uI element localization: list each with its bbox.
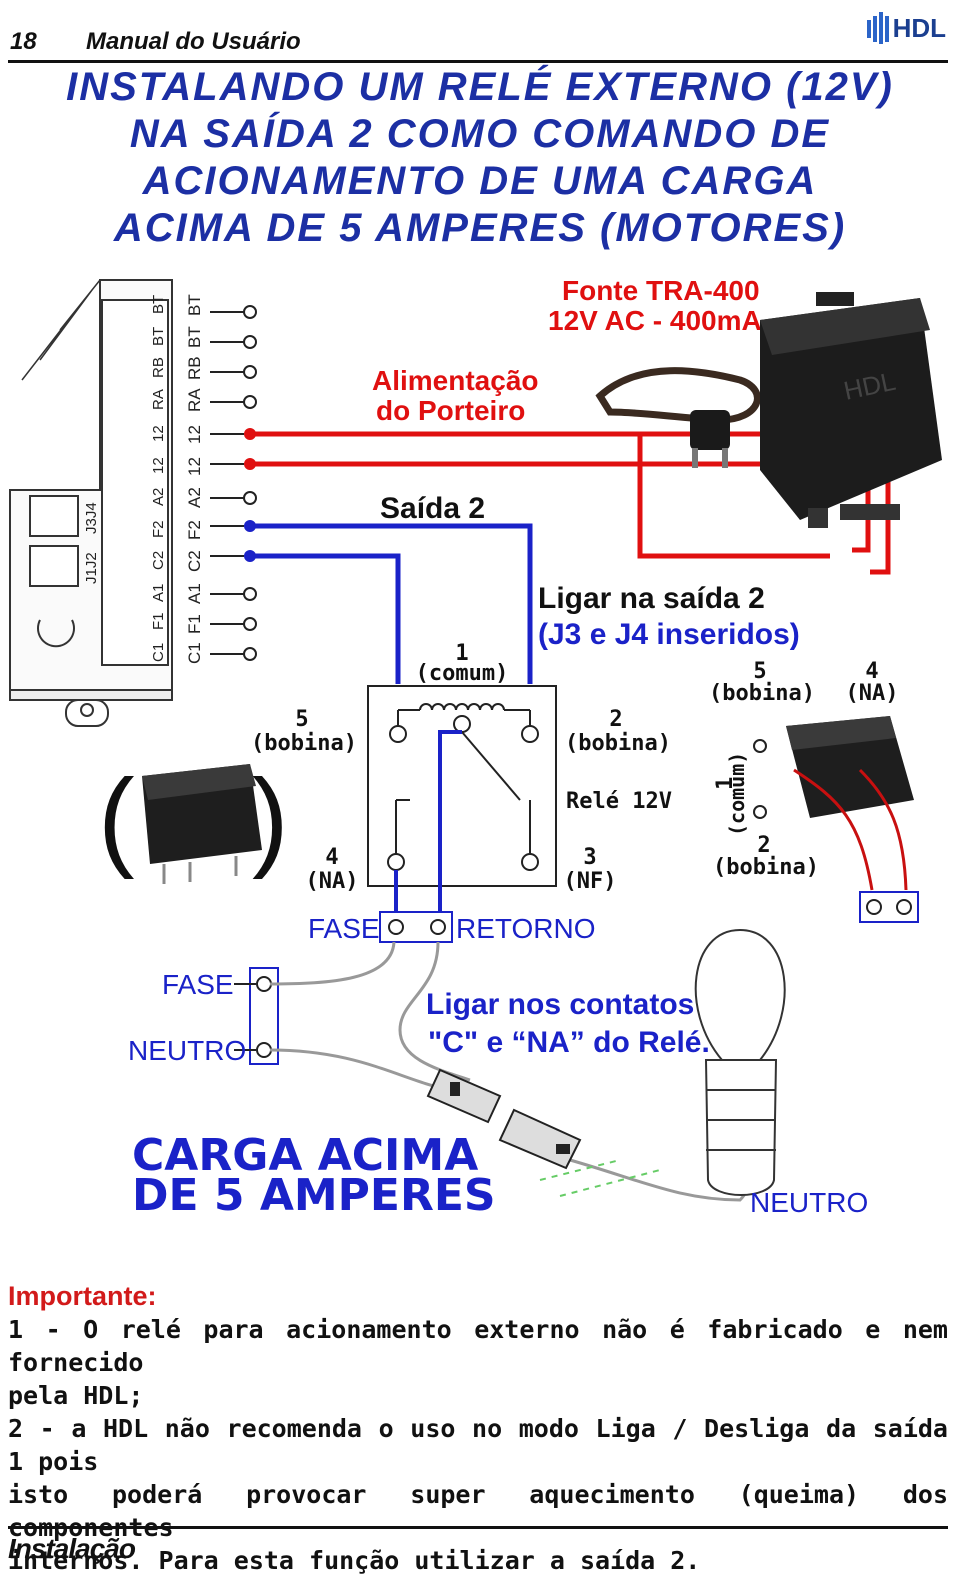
relay-contact-wires [394, 730, 462, 918]
pin-number: 1 [455, 641, 468, 666]
pin-name: (NA) [306, 869, 359, 894]
pin-name: (NF) [564, 869, 617, 894]
terminal-label: BT [185, 326, 204, 348]
terminal-stubs [210, 305, 257, 661]
terminal-label: F2 [185, 520, 204, 540]
page-header: 18 Manual do Usuário HDL [8, 12, 948, 63]
terminal-label: 12 [185, 457, 204, 476]
board-terminal-label: RA [150, 389, 167, 410]
terminal-label: C1 [185, 642, 204, 664]
wiring-diagram: J1J2 J3J4 C1 F1 A1 C2 F2 A2 12 12 RA RB … [9, 275, 942, 1221]
neutro-label: NEUTRO [128, 1035, 246, 1066]
note-line: 1 - O relé para acionamento externo não … [8, 1315, 948, 1377]
board-terminal-label: C1 [150, 643, 167, 662]
pin-name: (bobina) [709, 681, 815, 706]
board-terminal-label: BT [150, 295, 167, 314]
fase-retorno-connector [379, 911, 453, 943]
title-line: INSTALANDO UM RELÉ EXTERNO (12V) [66, 65, 894, 109]
pin-number: 2 [757, 833, 770, 858]
terminal-dot [244, 520, 256, 532]
terminal-dot [244, 428, 256, 440]
pin-name: (comum) [416, 661, 509, 686]
board-terminal-label: 12 [150, 425, 167, 442]
pin-number: 3 [583, 845, 596, 870]
terminal-label: C2 [185, 550, 204, 572]
pin-name: (bobina) [251, 731, 357, 756]
title-line: ACIONAMENTO DE UMA CARGA [142, 159, 818, 203]
fonte-spec-label: 12V AC - 400mA [548, 305, 762, 336]
pin-number: 1 [713, 777, 738, 790]
board-terminal-label: BT [150, 327, 167, 346]
terminal-label: F1 [185, 614, 204, 634]
pin-name: (NA) [846, 681, 899, 706]
manual-title: Manual do Usuário [86, 28, 301, 55]
terminal-label: RA [185, 388, 204, 412]
terminal-label: A2 [185, 487, 204, 508]
important-notes: Importante: 1 - O relé para acionamento … [8, 1280, 948, 1577]
terminal-label: 12 [185, 425, 204, 444]
plug-image [426, 1068, 661, 1197]
neutro-label: NEUTRO [750, 1187, 868, 1218]
board-terminal-label: RB [150, 357, 167, 378]
relay-label: Relé 12V [566, 789, 672, 814]
board-terminal-label: 12 [150, 457, 167, 474]
fase-label: FASE [308, 913, 380, 944]
note-line: internos. Para esta função utilizar a sa… [8, 1546, 701, 1575]
svg-text:(: ( [98, 757, 135, 880]
logo-text: HDL [892, 12, 946, 43]
logo-bars-icon [866, 12, 889, 44]
alimentacao-label: Alimentação [372, 365, 539, 396]
pin-number: 4 [865, 659, 878, 684]
terminal-dot [244, 458, 256, 470]
page-title: INSTALANDO UM RELÉ EXTERNO (12V) NA SAÍD… [0, 64, 960, 252]
retorno-label: RETORNO [456, 913, 596, 944]
pin-number: 5 [753, 659, 766, 684]
lamp-image [694, 928, 786, 1196]
output-wires [250, 523, 533, 684]
jumper-label: J1J2 [83, 552, 100, 584]
pin-name: (bobina) [565, 731, 671, 756]
pin-number: 2 [609, 707, 622, 732]
title-line: NA SAÍDA 2 COMO COMANDO DE [129, 112, 831, 156]
relay-photo-left: ( ) [98, 757, 289, 884]
footer-section: Instalação [8, 1533, 136, 1564]
hdl-logo: HDL [866, 12, 946, 44]
pin-number: 4 [325, 845, 338, 870]
page-number: 18 [10, 28, 37, 55]
page-footer: Instalação [8, 1526, 948, 1564]
relay-schematic [367, 685, 557, 887]
notes-heading: Importante: [8, 1281, 157, 1311]
jumpers-note-label: (J3 e J4 inseridos) [538, 618, 800, 651]
pin-name: (comum) [725, 752, 749, 836]
pin-name: (bobina) [713, 855, 819, 880]
note-line: 2 - a HDL não recomenda o uso no modo Li… [8, 1414, 948, 1476]
pin-number: 5 [295, 707, 308, 732]
board-terminal-label: F1 [150, 612, 167, 630]
note-line: pela HDL; [8, 1381, 144, 1410]
board-terminal-label: A2 [150, 488, 167, 506]
intercom-board [9, 279, 173, 727]
terminal-label: RB [185, 356, 204, 380]
title-line: ACIMA DE 5 AMPERES (MOTORES) [113, 206, 847, 250]
saida2-label: Saída 2 [380, 492, 485, 525]
terminal-label: A1 [185, 583, 204, 604]
fonte-label: Fonte TRA-400 [562, 275, 760, 306]
note-line: isto poderá provocar super aquecimento (… [8, 1480, 948, 1542]
ligar-saida-label: Ligar na saída 2 [538, 582, 765, 615]
board-terminal-label: C2 [150, 551, 167, 570]
terminal-label: BT [185, 294, 204, 316]
board-terminal-label: A1 [150, 584, 167, 602]
board-terminal-label: F2 [150, 520, 167, 538]
carga-detail-label: DE 5 AMPERES [132, 1170, 496, 1221]
svg-text:): ) [252, 757, 289, 880]
fase-label: FASE [162, 969, 234, 1000]
power-supply-image: HDL [595, 292, 942, 528]
terminal-dot [244, 550, 256, 562]
porteiro-label: do Porteiro [376, 395, 525, 426]
carga-label: CARGA ACIMA [132, 1130, 478, 1181]
relay-photo-right [753, 716, 919, 923]
contatos-label: Ligar nos contatos [426, 988, 694, 1021]
contatos-detail-label: "C" e “NA” do Relé. [428, 1026, 710, 1059]
jumper-label: J3J4 [83, 502, 100, 534]
